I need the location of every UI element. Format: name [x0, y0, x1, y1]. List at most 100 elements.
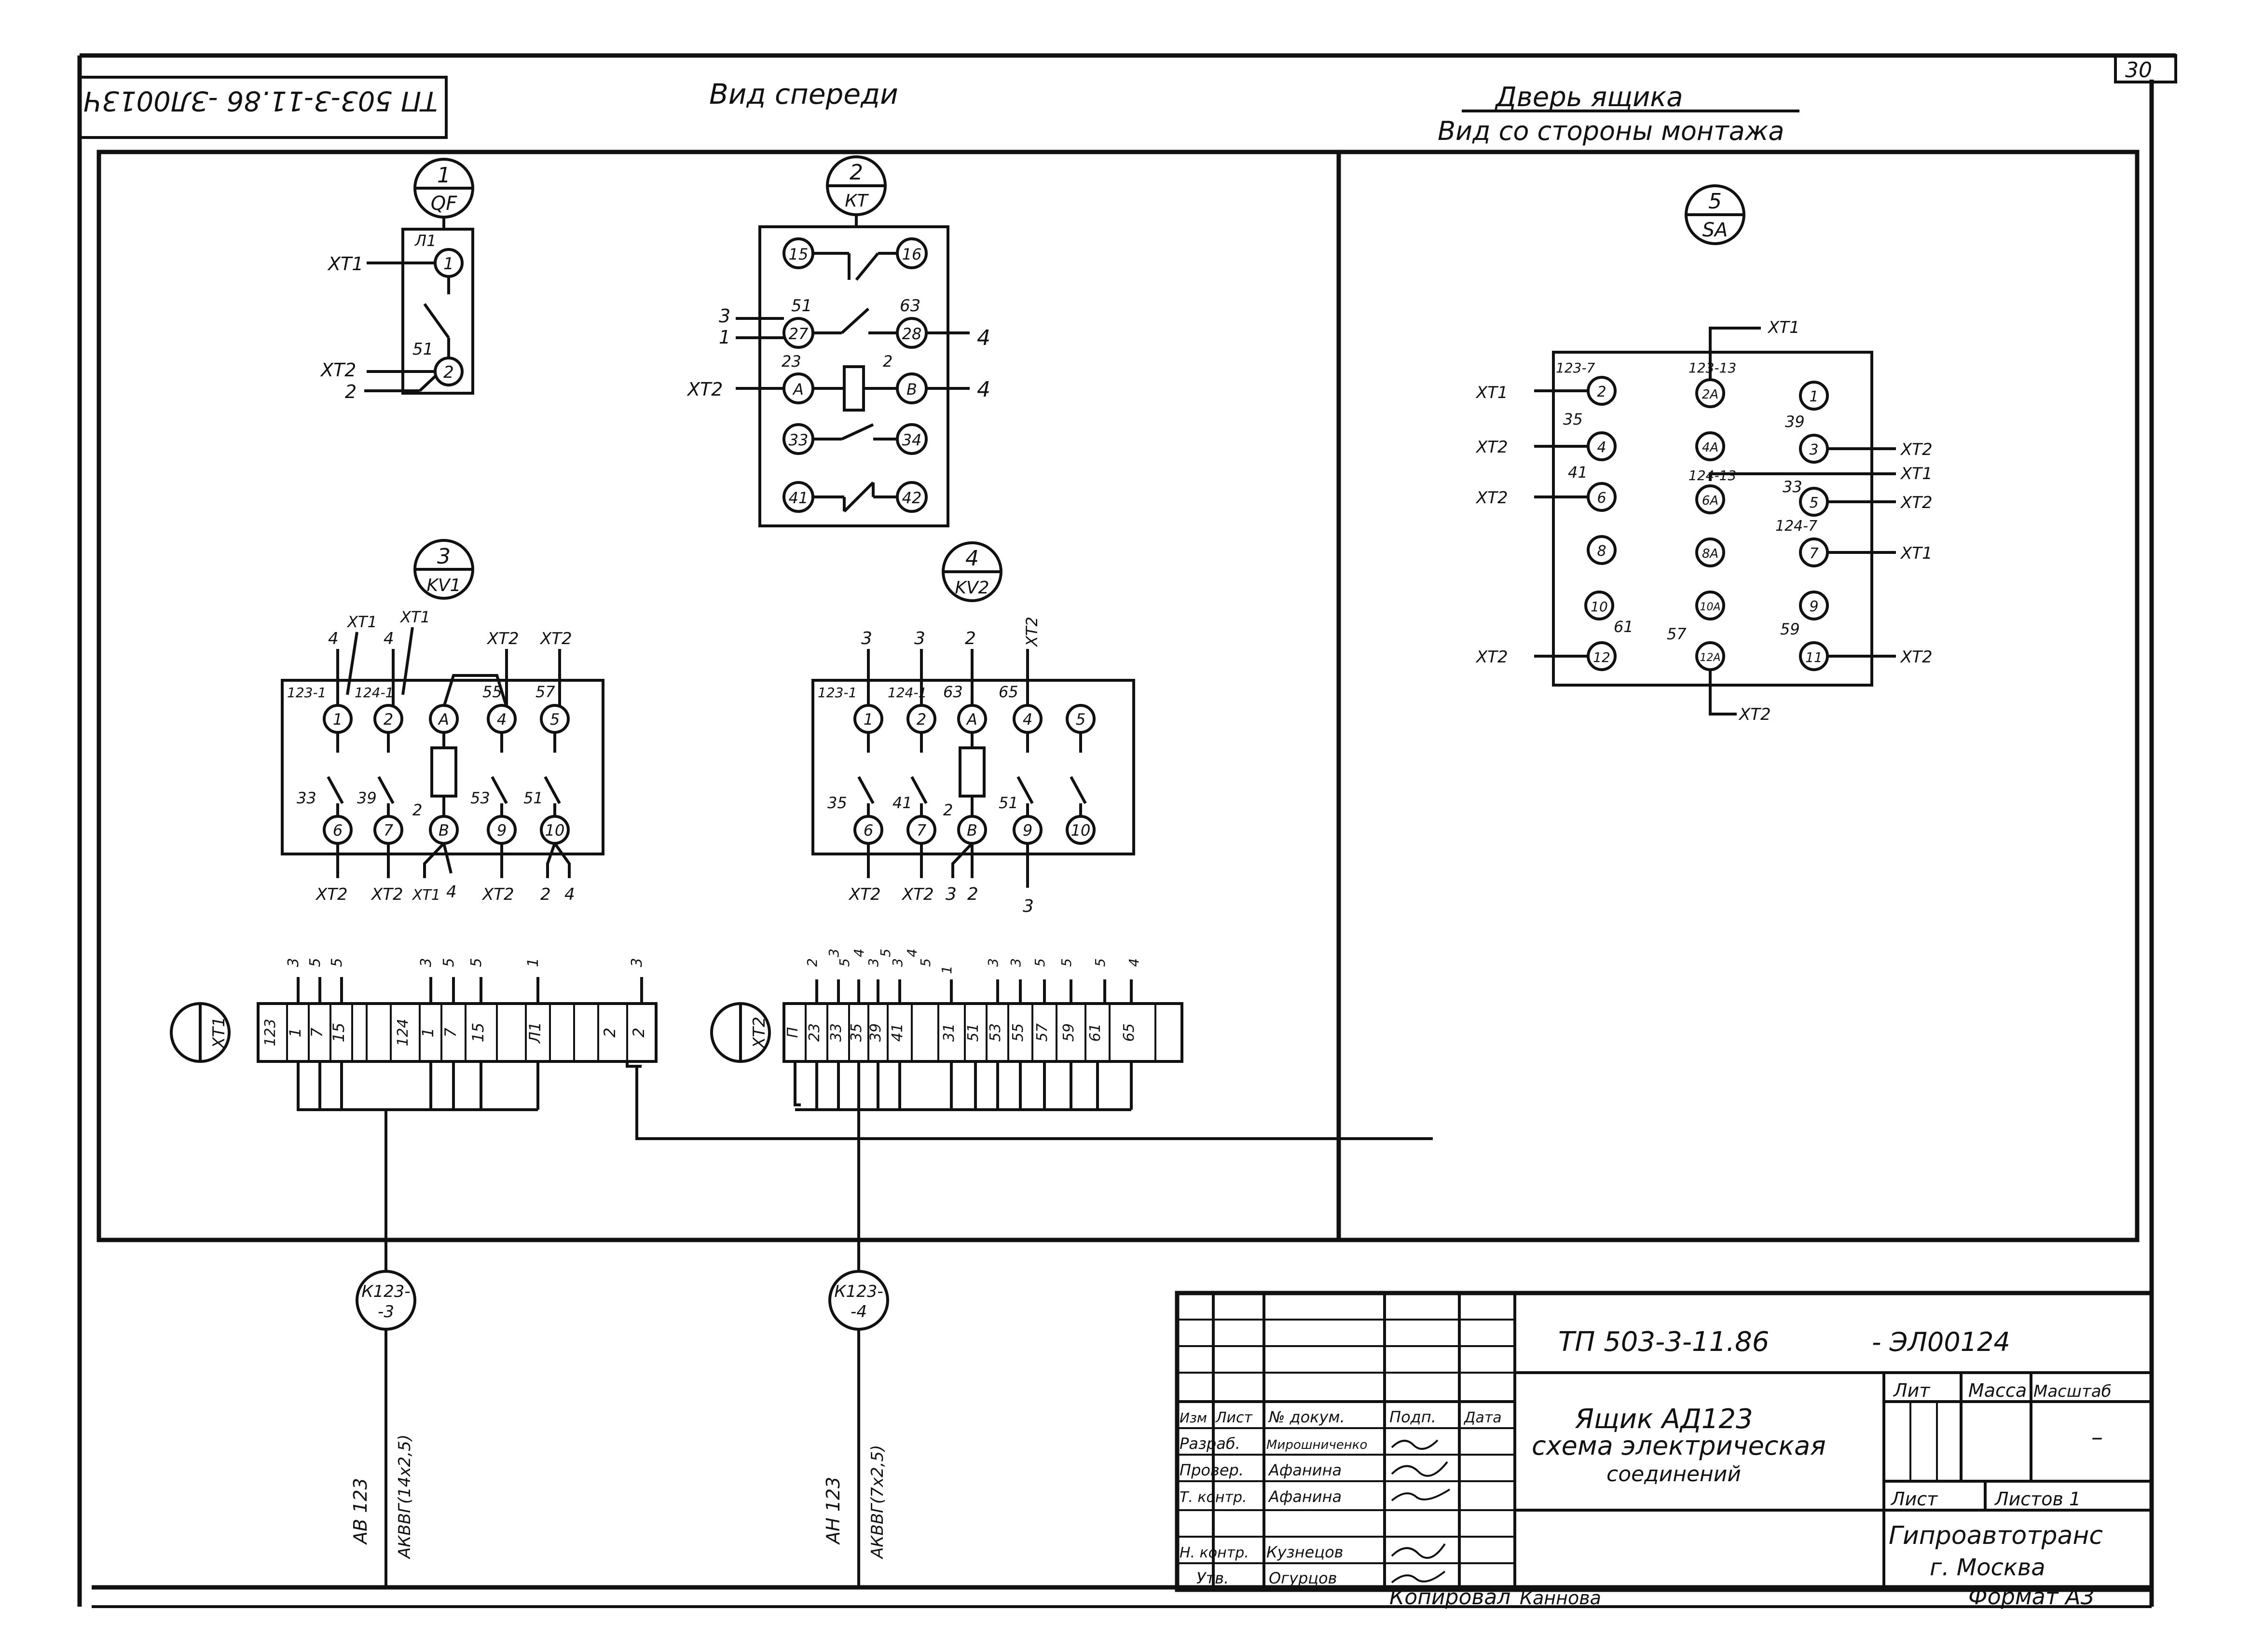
xt2-wire-9: 5 — [918, 958, 933, 967]
kv2-top-wire-1: 3 — [861, 629, 872, 648]
kt-wire-4b: 4 — [977, 377, 990, 402]
sa-xt1-left: ХТ1 — [1475, 383, 1508, 402]
tb-name-tech-control: Афанина — [1268, 1487, 1342, 1506]
kv1-label-124-1: 124-1 — [355, 685, 394, 701]
xt1-wire-7: 1 — [525, 958, 542, 967]
xt2-wire-12: 3 — [1008, 958, 1024, 967]
xt2-cell-61: 61 — [1087, 1023, 1104, 1042]
sa-terminal-12: 12 — [1593, 649, 1610, 665]
xt1-wire-5: 5 — [440, 958, 457, 967]
kv1-code: KV1 — [426, 576, 461, 595]
kv2-label-124-1: 124-1 — [888, 685, 927, 701]
kt-wire-4a: 4 — [977, 326, 990, 350]
kv2-terminal-2: 2 — [917, 710, 926, 729]
sa-terminal-10: 10 — [1591, 599, 1608, 615]
tb-role-tech-control: Т. контр. — [1180, 1489, 1247, 1506]
tb-name-checker: Афанина — [1268, 1461, 1342, 1479]
kt-terminal-41: 41 — [789, 489, 809, 507]
kv1-bottom-wire-7: 4 — [564, 885, 575, 904]
xt2-wire-8: 4 — [904, 949, 920, 957]
tb-listov: Листов 1 — [1994, 1488, 2081, 1510]
kv1-terminal-9: 9 — [497, 821, 507, 840]
title-line-3: соединений — [1606, 1462, 1741, 1487]
kv2-terminal-1: 1 — [864, 710, 873, 729]
kv2-terminal-10: 10 — [1071, 821, 1091, 840]
tb-scale-value: – — [2091, 1424, 2103, 1451]
xt2-wire-13: 5 — [1032, 958, 1048, 967]
kv1-top-wire-3: 4 — [384, 629, 394, 648]
kv2-bottom-wire-3: 3 — [946, 884, 957, 904]
sa-label-33: 33 — [1783, 478, 1802, 496]
kt-terminal-42: 42 — [902, 489, 922, 507]
kv1-terminal-4: 4 — [497, 710, 507, 729]
sa-terminal-11: 11 — [1805, 649, 1823, 665]
xt2-cell-23: 23 — [806, 1023, 823, 1042]
kv2-terminal-b: B — [967, 821, 977, 840]
sa-terminal-9: 9 — [1809, 598, 1818, 615]
front-view-title: Вид спереди — [709, 78, 898, 110]
xt2-strip-label: ХТ2 — [750, 1017, 769, 1049]
kt-terminal-27: 27 — [789, 325, 809, 343]
qf-xt2-label: ХТ2 — [320, 359, 356, 381]
qf-l1-label: Л1 — [414, 232, 436, 250]
tb-name-norm-control: Кузнецов — [1266, 1543, 1344, 1561]
tb-massa: Масса — [1968, 1380, 2027, 1401]
xt1-cell-124: 124 — [395, 1019, 412, 1046]
kt-wire-51: 51 — [791, 296, 812, 316]
xt1-cell-1: 1 — [286, 1028, 304, 1037]
kv2-code: KV2 — [955, 578, 989, 598]
xt2-wire-10: 1 — [939, 965, 955, 974]
sa-label-39: 39 — [1785, 413, 1805, 431]
xt2-cell-n: П — [784, 1027, 801, 1038]
kv1-terminal-b: B — [439, 821, 449, 840]
kv2-label-65: 65 — [999, 683, 1018, 701]
sa-terminal-3: 3 — [1809, 441, 1818, 458]
sa-xt2-bottom: ХТ2 — [1738, 705, 1771, 724]
kv2-contact-35: 35 — [827, 794, 847, 812]
sa-xt2-left-2: ХТ2 — [1475, 488, 1508, 508]
kt-terminal-33: 33 — [789, 431, 809, 449]
xt1-cell-7b: 7 — [441, 1027, 460, 1037]
xt2-cell-33: 33 — [828, 1023, 845, 1042]
tb-header-sign: Подп. — [1389, 1408, 1436, 1426]
tb-list: Лист — [1890, 1488, 1938, 1510]
kv1-top-wire-6: ХТ2 — [539, 629, 572, 648]
kt-wire-2: 2 — [883, 352, 892, 371]
kv1-terminal-2: 2 — [384, 710, 393, 729]
xt1-wire-1: 3 — [285, 958, 302, 967]
sa-xt1-top: ХТ1 — [1767, 318, 1800, 337]
tb-org-name: Гипроавтотранс — [1889, 1521, 2103, 1550]
footer-copier: Каннова — [1520, 1587, 1601, 1609]
kt-terminal-15: 15 — [789, 245, 809, 263]
sa-terminal-4: 4 — [1597, 439, 1606, 456]
tb-name-approved: Огурцов — [1269, 1569, 1337, 1587]
sheet-number: 30 — [2125, 58, 2152, 83]
kt-relay: 2 КТ 15 16 27 28 51 63 23 2 A B 33 34 41… — [686, 155, 990, 527]
tb-masshtab: Масштаб — [2033, 1382, 2112, 1401]
sa-terminal-4a: 4A — [1702, 441, 1718, 455]
sa-label-59: 59 — [1780, 620, 1800, 638]
qf-number: 1 — [437, 163, 451, 188]
kv2-terminal-9: 9 — [1023, 821, 1032, 840]
kv2-terminal-7: 7 — [917, 821, 927, 840]
cable2-type: АКВВГ(7х2,5) — [868, 1445, 887, 1559]
door-panel-box — [1336, 150, 2140, 1242]
rotated-doc-code: ТП 503-3-11.86 -ЗЛ0013Ч — [83, 85, 438, 116]
sa-label-124-13: 124-13 — [1688, 468, 1736, 483]
sa-terminal-5: 5 — [1809, 495, 1818, 511]
kt-terminal-b: B — [906, 380, 917, 399]
xt2-cell-39: 39 — [867, 1023, 884, 1042]
tb-header-izm: Изм — [1180, 1410, 1207, 1426]
tb-lit: Лит — [1893, 1380, 1931, 1401]
kv1-terminal-5: 5 — [550, 710, 560, 729]
xt2-wire-16: 4 — [1126, 958, 1142, 967]
kv2-top-wire-3: 2 — [965, 629, 976, 648]
kv2-bottom-wire-1: ХТ2 — [848, 885, 881, 904]
kv2-terminal-6: 6 — [864, 821, 873, 840]
kt-wire-23: 23 — [782, 352, 801, 371]
kv1-terminal-1: 1 — [333, 710, 343, 729]
kv2-contact-41: 41 — [892, 794, 912, 812]
xt1-cell-7: 7 — [308, 1027, 326, 1037]
xt2-wire-14: 5 — [1058, 958, 1074, 967]
kt-code: КТ — [845, 191, 869, 211]
